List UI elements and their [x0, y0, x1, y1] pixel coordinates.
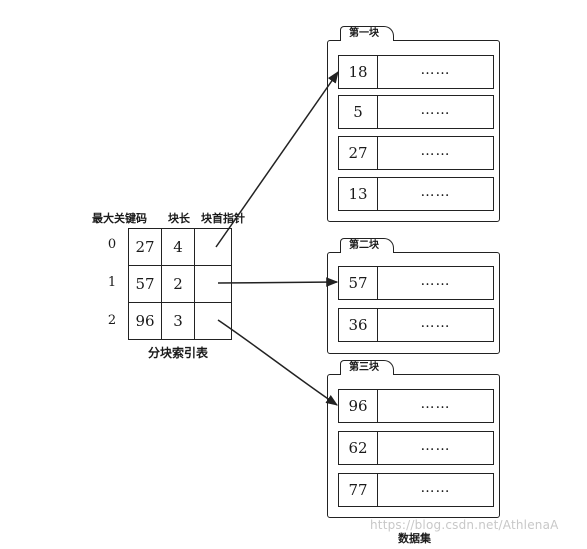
- record-key: 13: [339, 178, 378, 210]
- record-rest: ……: [420, 143, 451, 159]
- record-row: 13 ……: [338, 177, 494, 211]
- index-max-key: 27: [128, 228, 162, 266]
- record-row: 5 ……: [338, 95, 494, 129]
- block-label: 第一块: [340, 26, 394, 41]
- index-table: 27 4 57 2 96 3: [128, 228, 232, 340]
- record-row: 57 ……: [338, 266, 494, 300]
- record-rest: ……: [420, 480, 451, 496]
- row-index-2: 2: [107, 313, 117, 328]
- header-block-length: 块长: [168, 212, 190, 225]
- record-row: 36 ……: [338, 308, 494, 342]
- watermark-text: https://blog.csdn.net/AthlenaA: [370, 518, 559, 532]
- record-key: 62: [339, 432, 378, 464]
- record-row: 62 ……: [338, 431, 494, 465]
- record-key: 27: [339, 137, 378, 169]
- record-rest: ……: [420, 315, 451, 331]
- index-row-1: 57 2: [128, 265, 232, 303]
- record-rest: ……: [420, 396, 451, 412]
- record-rest: ……: [420, 102, 451, 118]
- data-block-2: 第二块 57 …… 36 ……: [327, 238, 500, 354]
- record-row: 27 ……: [338, 136, 494, 170]
- record-rest: ……: [420, 184, 451, 200]
- record-row: 77 ……: [338, 473, 494, 507]
- record-rest: ……: [420, 438, 451, 454]
- data-block-1: 第一块 18 …… 5 …… 27 …… 13 ……: [327, 26, 500, 222]
- record-key: 5: [339, 96, 378, 128]
- block-label: 第二块: [340, 238, 394, 253]
- record-key: 57: [339, 267, 378, 299]
- data-block-3: 第三块 96 …… 62 …… 77 ……: [327, 360, 500, 518]
- arrow-to-block-3: [217, 319, 338, 406]
- record-key: 18: [339, 56, 378, 88]
- dataset-label: 数据集: [398, 532, 431, 545]
- index-max-key: 96: [128, 302, 162, 340]
- index-length: 3: [161, 302, 195, 340]
- record-key: 77: [339, 474, 378, 506]
- index-row-2: 96 3: [128, 302, 232, 340]
- record-rest: ……: [420, 62, 451, 78]
- index-table-caption: 分块索引表: [148, 346, 209, 360]
- arrow-to-block-1: [215, 71, 339, 248]
- row-index-1: 1: [107, 275, 117, 290]
- block-label: 第三块: [340, 360, 394, 375]
- arrow-to-block-2: [217, 277, 339, 287]
- row-index-0: 0: [107, 237, 117, 252]
- header-max-key: 最大关键码: [92, 212, 147, 225]
- record-key: 36: [339, 309, 378, 341]
- record-rest: ……: [420, 273, 451, 289]
- record-key: 96: [339, 390, 378, 422]
- index-length: 2: [161, 265, 195, 303]
- index-pointer-cell: [194, 302, 232, 340]
- record-row: 96 ……: [338, 389, 494, 423]
